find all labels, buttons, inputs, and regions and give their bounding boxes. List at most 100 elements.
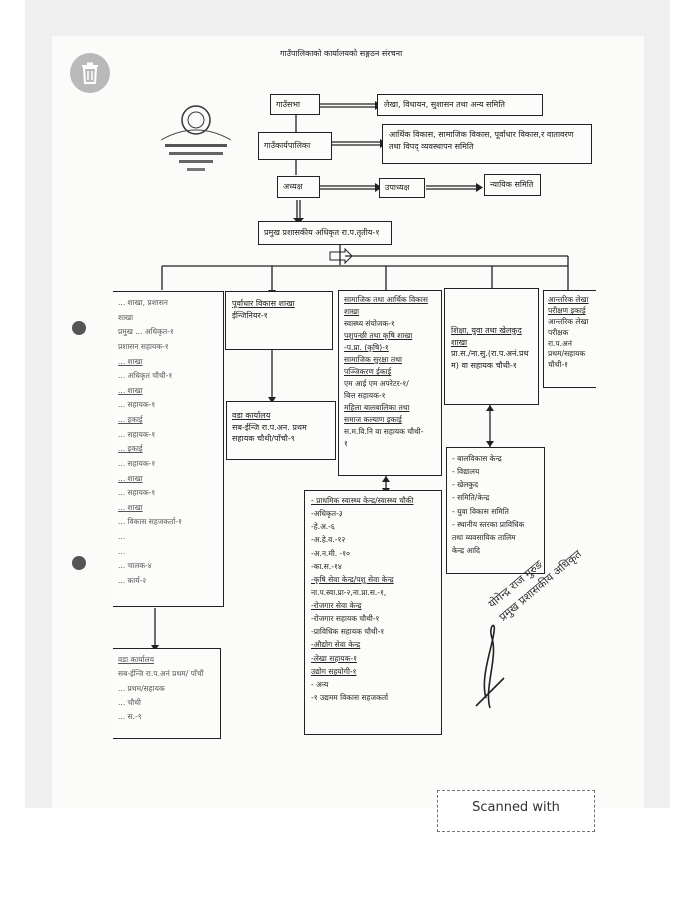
- section-line: सहायक चौथी/पाँचौ-९: [232, 434, 295, 444]
- list-line: ... शाखा, प्रशासन: [118, 298, 168, 307]
- assembly-committees-box: लेखा, विधायन, सुशासन तथा अन्य समिति: [377, 94, 543, 116]
- box-label: अध्यक्ष: [283, 182, 303, 191]
- section-line: सब-ईन्जि रा.प.अन. प्रथम: [232, 422, 307, 432]
- list-line: १: [344, 439, 348, 448]
- handwritten-signature: [475, 624, 505, 709]
- list-line: - खेलकुद: [452, 480, 479, 490]
- list-line: प्रा.स./ना.सु.(रा.प.अनं.प्रथ: [451, 349, 529, 359]
- cao-box: प्रमुख प्रशासकीय अधिकृत रा.प.तृतीय-१: [258, 221, 392, 245]
- punch-hole: [72, 321, 86, 335]
- list-line: प्रमुख ... अधिकृत-१: [118, 327, 174, 337]
- list-line: ना.प.स्वा.प्रा-२,ना.प्रा.स.-१,: [311, 587, 387, 597]
- ward-office-box: वडा कार्यालय सब-ईन्जि रा.प.अन. प्रथम सहा…: [226, 401, 336, 460]
- list-line: -अधिकृत-३: [311, 509, 343, 519]
- list-line: - युवा विकास समिति: [452, 506, 509, 516]
- list-line: ... इकाई: [118, 415, 143, 424]
- list-line: स.म.वि.नि वा सहायक चौथी-: [344, 427, 424, 436]
- list-line: -अ.न.मी. -१०: [311, 548, 351, 558]
- list-line: चौथी-१: [548, 360, 569, 370]
- list-line: -१ उद्यमम विकास सहजकर्ता: [311, 692, 389, 702]
- box-label: प्रमुख प्रशासकीय अधिकृत रा.प.तृतीय-१: [264, 228, 380, 237]
- list-line: ... चालक-४: [118, 561, 152, 571]
- list-line: ... अधिकृत चौथी-१: [118, 371, 173, 381]
- list-line: -का.स.-१४: [311, 561, 342, 571]
- infrastructure-section-box: पूर्वाधार विकास शाखा ईन्जिनियर-१: [225, 291, 333, 350]
- list-line: ...: [118, 546, 126, 556]
- list-line: समाज कल्याण इकाई: [344, 415, 402, 424]
- list-line: - प्राथमिक स्वास्थ्य केन्द्र/स्वास्थ्य च…: [311, 496, 414, 505]
- list-line: ... इकाई: [118, 444, 143, 454]
- list-line: परीक्षण इकाई: [548, 305, 586, 315]
- list-line: प्रथम/सहायक: [548, 349, 586, 359]
- scanner-watermark: Scanned with: [437, 790, 595, 832]
- list-line: -प.प्रा. (कृषि)-१: [344, 343, 389, 352]
- list-line: परीक्षक रा.प.अनं: [548, 327, 572, 348]
- list-line: ... प्रथम/सहायक: [118, 683, 165, 693]
- list-line: ... सहायक-१: [118, 458, 156, 468]
- list-line: एम आई एम अपरेटर-१/: [344, 379, 409, 388]
- village-executive-box: गाउँकार्यपालिका: [258, 132, 332, 160]
- social-economic-section-box: सामाजिक तथा आर्थिक विकास शाखा स्वास्थ्य सं…: [338, 290, 442, 476]
- box-label: उपाध्यक्ष: [385, 183, 410, 192]
- delete-button[interactable]: [70, 53, 110, 93]
- list-line: सामाजिक तथा आर्थिक विकास: [344, 295, 428, 304]
- list-line: आन्तरिक लेखा: [548, 316, 589, 326]
- list-line: बित्त सहायक-१: [344, 391, 386, 400]
- list-line: ... शाखा: [118, 502, 143, 512]
- list-line: - अन्य: [311, 679, 329, 689]
- list-line: -हे.अ.-६: [311, 522, 335, 532]
- list-line: वडा कार्यालय: [118, 655, 154, 664]
- list-line: शाखा: [118, 312, 134, 322]
- list-line: ... शाखा: [118, 356, 143, 366]
- list-line: ... शाखा: [118, 385, 143, 395]
- list-line: -रोजगार सेवा केन्द्र: [311, 601, 362, 610]
- list-line: ... शाखा: [118, 473, 143, 483]
- list-line: स्वास्थ्य संयोजक-१: [344, 319, 395, 328]
- list-line: सामाजिक सुरक्षा तथा: [344, 355, 402, 364]
- list-line: केन्द्र आदि: [452, 545, 481, 555]
- judicial-committee-box: न्यायिक समिति: [484, 174, 541, 196]
- list-line: शिक्षा, युवा तथा खेलकुद: [451, 326, 522, 335]
- chairperson-box: अध्यक्ष: [277, 176, 320, 198]
- list-line: ...: [118, 532, 126, 541]
- list-line: - समिति/केन्द्र: [452, 493, 490, 503]
- box-label: न्यायिक समिति: [490, 180, 534, 189]
- list-line: ... सहायक-१: [118, 429, 156, 439]
- list-line: सब-ईन्जि रा.प.अनं प्रथम/ पाँचौं: [118, 669, 204, 679]
- education-units-box: - बालविकास केन्द्र- विद्यालय- खेलकुद- सम…: [446, 447, 545, 574]
- section-heading: वडा कार्यालय: [232, 411, 271, 420]
- list-line: -कृषि सेवा केन्द्र/पशु सेवा केन्द्र: [311, 574, 394, 584]
- box-label: तथा विपद् व्यवस्थापन समिति: [389, 141, 474, 151]
- section-line: ईन्जिनियर-१: [232, 310, 268, 320]
- vice-chairperson-box: उपाध्यक्ष: [379, 178, 425, 198]
- service-centers-box: - प्राथमिक स्वास्थ्य केन्द्र/स्वास्थ्य च…: [304, 490, 442, 735]
- page-title: गाउँपालिकाको कार्यालयको सङ्गठन संरचना: [280, 49, 403, 58]
- list-line: पञ्जिकरण ईकाई: [344, 367, 392, 376]
- list-line: ... सहायक-१: [118, 400, 156, 410]
- list-line: शाखा: [344, 307, 360, 316]
- list-line: तथा व्यवसायिक तालिम: [452, 532, 516, 542]
- box-label: लेखा, विधायन, सुशासन तथा अन्य समिति: [384, 100, 505, 109]
- list-line: -औद्योग सेवा केन्द्र: [311, 640, 361, 650]
- list-line: - बालविकास केन्द्र: [452, 454, 502, 463]
- list-line: ... चौथी: [118, 697, 141, 707]
- box-label: आर्थिक विकास, सामाजिक विकास, पूर्वाधार व…: [389, 130, 574, 139]
- list-line: - स्थानीय स्तरका प्राविधिक: [452, 519, 525, 529]
- list-line: आन्तरिक लेखा: [548, 295, 589, 304]
- list-line: प्रशासन सहायक-१: [118, 341, 169, 351]
- list-line: -लेखा सहायक-१: [311, 653, 357, 663]
- list-line: -प्राविधिक सहायक चौथी-१: [311, 627, 385, 637]
- list-line: ... विकास सहजकर्ता-१: [118, 517, 183, 527]
- village-assembly-box: गाउँसभा: [270, 94, 320, 115]
- box-label: गाउँकार्यपालिका: [264, 141, 311, 150]
- administration-section-box: ... शाखा, प्रशासन शाखा प्रमुख ... अधिकृत-१…: [113, 291, 224, 607]
- list-line: -रोजगार सहायक चौथी-१: [311, 614, 380, 624]
- box-label: गाउँसभा: [276, 100, 301, 109]
- trash-icon: [82, 62, 98, 84]
- list-line: -अ.हे.व.-१२: [311, 535, 346, 545]
- punch-hole: [72, 556, 86, 570]
- official-seal: [160, 105, 232, 171]
